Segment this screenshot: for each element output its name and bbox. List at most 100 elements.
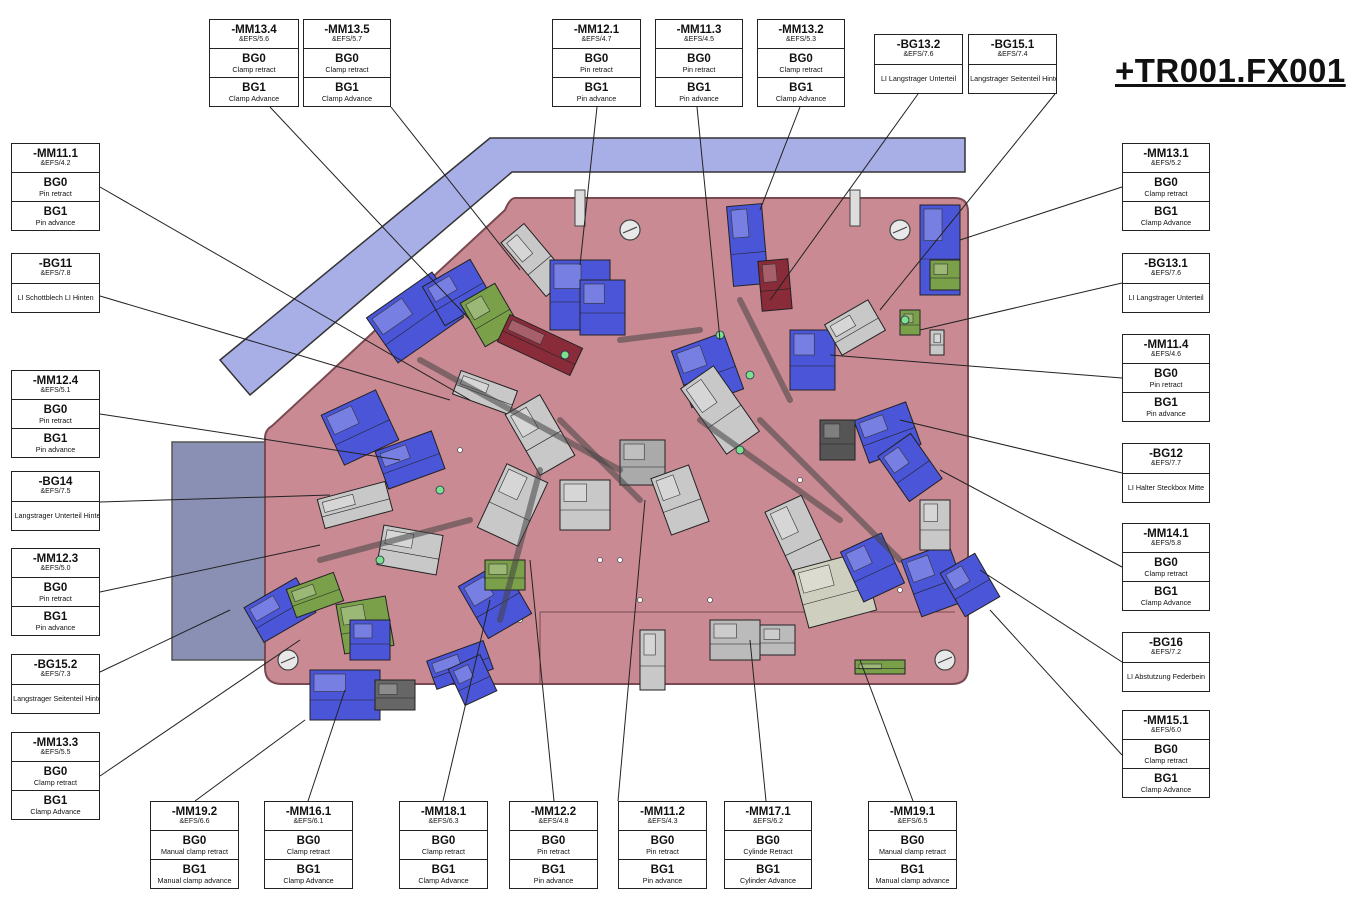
device-id: -MM13.1 [1143,148,1189,160]
device-ref: &EFS/5.1 [40,387,71,394]
device-id: -MM11.3 [676,24,722,36]
hole [617,557,623,563]
unit-edge [785,538,822,556]
device-id: -MM12.3 [32,553,79,565]
linkage-arm [557,417,643,503]
unit-edge [955,579,990,600]
unit-edge [435,282,484,311]
linkage-arm [497,467,543,623]
device-id: -MM11.2 [640,806,685,818]
unit-edge [292,588,340,607]
linkage-arm [617,327,703,343]
hole [597,557,603,563]
plate-seam [539,611,955,684]
unit-detail [313,673,346,692]
signal-code: BG1 [584,81,609,94]
device-ref: &EFS/4.7 [581,36,612,43]
mechanical-unit [854,659,906,675]
signal-code: BG0 [1154,556,1178,569]
signal-text: Clamp Advance [1140,217,1192,227]
leader-lines [99,93,1123,802]
mechanical-unit [447,653,498,707]
unit-detail [249,595,281,622]
device-ref: &EFS/5.0 [40,565,71,572]
unit-body [476,463,549,547]
unit-detail [553,263,582,289]
sensor-description-row: LI Langstrager Unterteil Hinten [12,500,99,531]
signal-code: BG1 [43,794,68,807]
mechanical-unit [476,463,549,547]
device-id: -BG11 [38,258,73,271]
unit-body [374,430,446,490]
leader-line [269,106,471,321]
signal-text: Cylinde Retract [743,846,793,856]
device-id: -MM19.1 [889,806,936,818]
unit-detail [905,554,936,583]
signal-code: BG0 [650,834,675,847]
unit-detail [923,503,938,522]
signal-text: Pin advance [35,622,76,632]
leader-line [307,689,346,802]
signal-code: BG1 [1154,585,1178,598]
signal-code: BG0 [541,834,566,847]
screw-slot [937,656,953,664]
sensor-description-row: LI Langstrager Unterteil [875,63,962,94]
label-header: -MM12.1&EFS/4.7 [553,20,640,48]
signal-text: Clamp Advance [321,93,373,103]
signal-code: BG0 [789,52,813,65]
signal-code: BG1 [789,81,813,94]
signal-code: BG0 [242,52,266,65]
unit-detail [761,263,778,283]
unit-body [919,499,951,551]
device-id: -MM19.2 [171,806,218,818]
sensor-indicator [735,445,745,455]
sensor-indicator [435,485,445,495]
unit-detail [326,405,360,436]
signal-text: Pin advance [576,93,617,103]
unit-body [484,559,526,591]
mechanical-unit [877,432,943,503]
device-ref: &EFS/4.5 [684,36,714,43]
leader-line [99,186,471,401]
unit-detail [858,663,882,670]
signal-code: BG1 [242,81,266,94]
signal-text: Clamp Advance [1140,784,1192,794]
device-id: -BG13.1 [1144,258,1188,271]
unit-detail [623,443,645,461]
device-ref: &EFS/7.2 [1151,649,1181,657]
unit-edge [476,592,520,618]
signal-text: Manual clamp retract [160,846,229,856]
device-ref: &EFS/6.1 [293,818,324,825]
mechanical-unit [484,559,526,591]
unit-detail [321,493,356,513]
sensor-description: LI Langstrager Seitenteil Hinten [12,694,99,704]
signal-code: BG0 [1154,743,1178,756]
signal-text: Pin advance [533,875,574,885]
unit-detail [465,295,491,321]
mechanical-unit [823,299,887,356]
page-title: +TR001.FX001 [1115,52,1346,89]
signal-text: Pin advance [35,444,76,454]
device-id: -BG15.1 [990,39,1035,52]
mechanical-unit [374,679,416,711]
leader-line [99,295,451,401]
device-ref: &EFS/6.6 [179,818,210,825]
mechanical-unit [579,279,626,336]
device-id: -MM11.4 [1143,339,1189,351]
mechanical-unit [929,259,961,291]
signal-text: Pin retract [682,64,716,74]
signal-code: BG0 [43,176,68,189]
